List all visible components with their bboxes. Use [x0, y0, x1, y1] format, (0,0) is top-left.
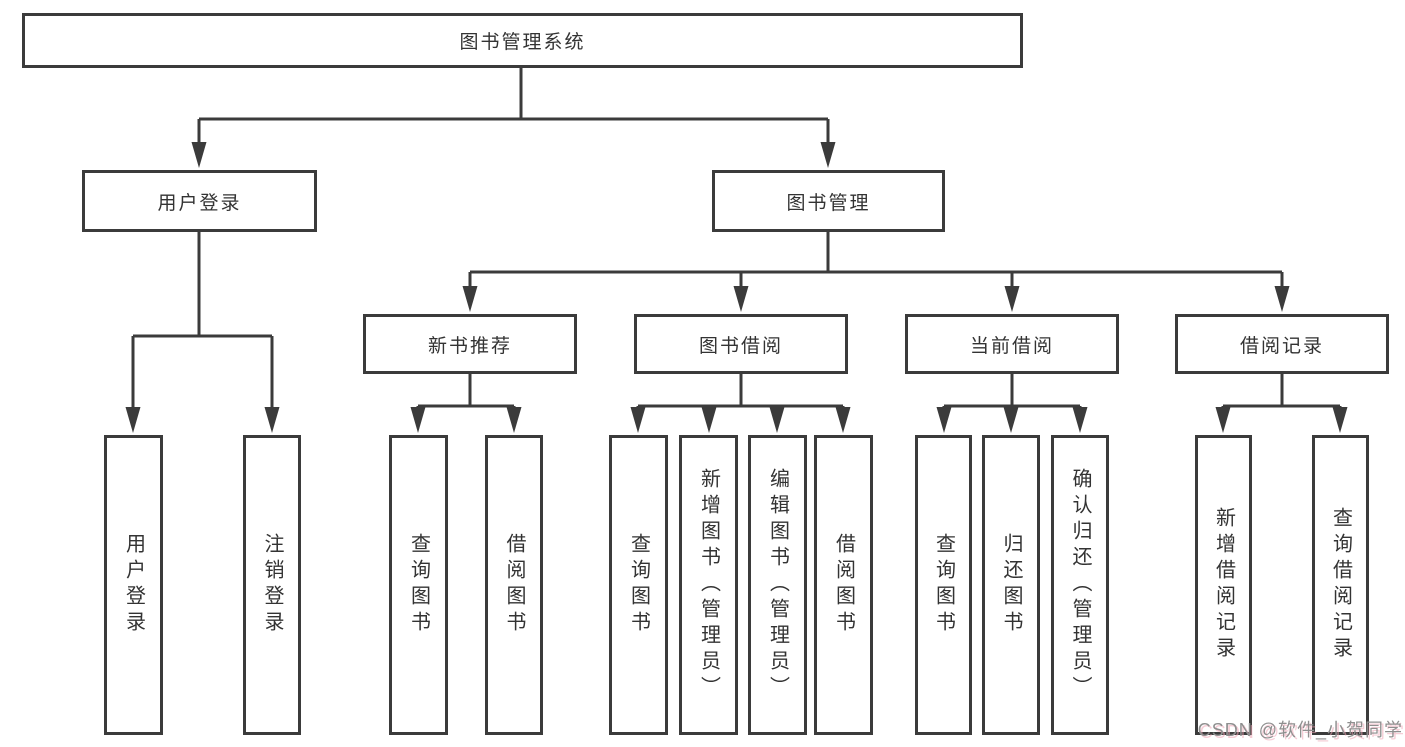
- node-user-login: 用户登录: [82, 170, 317, 232]
- node-borrowing-records: 借阅记录: [1175, 314, 1389, 374]
- connector-arrowheads: [125, 142, 1348, 433]
- leaf-borrow-books-1: 借阅图书: [485, 435, 543, 735]
- connector-lines: [131, 68, 1342, 410]
- leaf-label: 借阅图书: [832, 533, 855, 637]
- csdn-watermark: CSDN @软件_小贺同学: [1197, 720, 1403, 740]
- node-library-management-system: 图书管理系统: [22, 13, 1023, 68]
- leaf-query-books-2: 查询图书: [609, 435, 668, 735]
- leaf-return-books: 归还图书: [982, 435, 1040, 735]
- leaf-label: 编辑图书（管理员）: [766, 468, 789, 702]
- node-book-borrowing: 图书借阅: [634, 314, 848, 374]
- leaf-label: 归还图书: [1000, 533, 1022, 637]
- leaf-query-borrow-record: 查询借阅记录: [1312, 435, 1369, 735]
- leaf-add-books-admin: 新增图书（管理员）: [679, 435, 738, 735]
- leaf-edit-books-admin: 编辑图书（管理员）: [748, 435, 807, 735]
- leaf-label: 注销登录: [261, 533, 283, 637]
- leaf-label: 查询图书: [407, 533, 430, 637]
- node-book-management: 图书管理: [712, 170, 945, 232]
- leaf-label: 查询图书: [932, 533, 955, 637]
- leaf-label: 用户登录: [122, 533, 145, 637]
- leaf-query-books-3: 查询图书: [915, 435, 972, 735]
- leaf-logout: 注销登录: [243, 435, 301, 735]
- leaf-add-borrow-record: 新增借阅记录: [1195, 435, 1252, 735]
- node-new-book-recommend: 新书推荐: [363, 314, 577, 374]
- leaf-label: 查询借阅记录: [1329, 507, 1352, 663]
- leaf-confirm-return-admin: 确认归还（管理员）: [1051, 435, 1109, 735]
- leaf-label: 新增图书（管理员）: [697, 468, 720, 702]
- leaf-user-login: 用户登录: [104, 435, 163, 735]
- leaf-label: 查询图书: [627, 533, 650, 637]
- leaf-label: 借阅图书: [503, 533, 525, 637]
- leaf-query-books-1: 查询图书: [389, 435, 448, 735]
- leaf-label: 确认归还（管理员）: [1069, 468, 1091, 702]
- node-current-borrowing: 当前借阅: [905, 314, 1119, 374]
- leaf-borrow-books-2: 借阅图书: [814, 435, 873, 735]
- leaf-label: 新增借阅记录: [1212, 507, 1235, 663]
